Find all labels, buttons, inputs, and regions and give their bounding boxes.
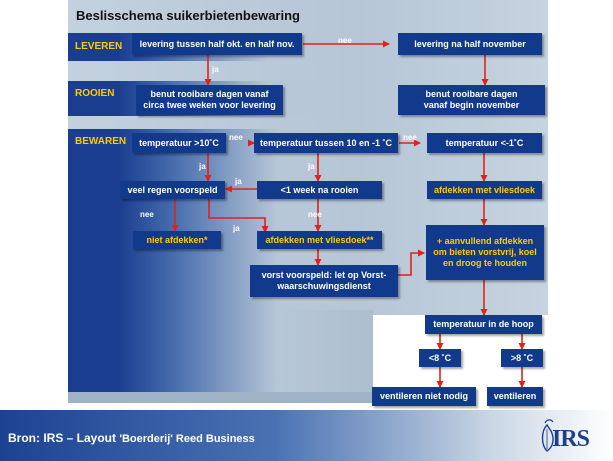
- box-aanvullend-afdekken: + aanvullend afdekken om bieten vorstvri…: [426, 225, 544, 280]
- edge-label-ja-week: ja: [235, 177, 242, 186]
- edge-label-nee-leveren: nee: [338, 36, 352, 45]
- edge-label-ja-regen: ja: [233, 224, 240, 233]
- edge-label-nee-week: nee: [308, 210, 322, 219]
- box-vorst-line1: vorst voorspeld: let op Vorst-: [261, 270, 387, 280]
- background-bottom-strip: [68, 392, 548, 403]
- box-benut-twee-weken: benut rooibare dagen vanaf circa twee we…: [136, 85, 283, 115]
- row-label-leveren: LEVEREN: [75, 41, 123, 52]
- box-lt8: <8 ˚C: [419, 349, 461, 367]
- box-benut-begin-nov-line1: benut rooibare dagen: [425, 89, 518, 99]
- edge-label-nee-regen: nee: [140, 210, 154, 219]
- footer-source: Bron: IRS – Layout 'Boerderij' Reed Busi…: [8, 431, 255, 445]
- box-temp-hoop: temperatuur in de hoop: [425, 315, 542, 334]
- box-benut-begin-nov: benut rooibare dagen vanaf begin novembe…: [398, 85, 545, 115]
- row-label-bewaren: BEWAREN: [75, 136, 127, 147]
- box-temp-tussen: temperatuur tussen 10 en -1 ˚C: [254, 133, 398, 153]
- box-gt8: >8 ˚C: [501, 349, 543, 367]
- box-benut-twee-weken-line2: circa twee weken voor levering: [143, 100, 276, 110]
- box-ventileren: ventileren: [487, 387, 543, 406]
- edge-label-ja-leveren: ja: [212, 65, 219, 74]
- edge-label-nee-10c: nee: [229, 133, 243, 142]
- box-aanvullend-line1: + aanvullend afdekken: [436, 236, 534, 246]
- box-vorst-voorspeld: vorst voorspeld: let op Vorst- waarschuw…: [250, 265, 398, 297]
- box-levering-half-okt: levering tussen half okt. en half nov.: [132, 33, 302, 55]
- box-benut-twee-weken-line1: benut rooibare dagen vanaf: [150, 89, 269, 99]
- box-niet-afdekken: niet afdekken*: [133, 231, 221, 249]
- box-week-na-rooien: <1 week na rooien: [257, 181, 382, 199]
- box-aanvullend-line3: en droog te houden: [443, 258, 527, 268]
- footer-source-prefix: Bron: IRS – Layout: [8, 431, 120, 445]
- footer-bar: [0, 410, 613, 461]
- box-veel-regen: veel regen voorspeld: [120, 181, 225, 199]
- page-title: Beslisschema suikerbietenbewaring: [76, 8, 300, 23]
- arrow-vorst-to-aanvullend: [398, 249, 425, 276]
- box-afdekken-vliesdoek-mid: afdekken met vliesdoek**: [257, 231, 382, 249]
- box-afdekken-vliesdoek-right: afdekken met vliesdoek: [427, 181, 542, 199]
- irs-logo-text: IRS: [552, 426, 590, 452]
- row-label-rooien: ROOIEN: [75, 88, 115, 99]
- box-temp-boven-10: temperatuur >10˚C: [132, 133, 226, 153]
- edge-label-ja-tussen: ja: [308, 162, 315, 171]
- edge-label-ja-10c: ja: [199, 162, 206, 171]
- box-temp-onder-min1: temperatuur <-1˚C: [427, 133, 542, 153]
- arrow-regen-to-vlies: [208, 199, 269, 233]
- box-benut-begin-nov-line2: vanaf begin november: [423, 100, 520, 110]
- edge-label-nee-tussen: nee: [403, 133, 417, 142]
- box-ventileren-niet-nodig: ventileren niet nodig: [372, 387, 476, 406]
- box-vorst-line2: waarschuwingsdienst: [277, 281, 371, 291]
- box-aanvullend-line2: om bieten vorstvrij, koel: [433, 247, 537, 257]
- box-levering-na-half-nov: levering na half november: [398, 33, 542, 55]
- irs-logo-icon: [541, 419, 554, 452]
- footer-source-publication: 'Boerderij' Reed Business: [119, 433, 255, 445]
